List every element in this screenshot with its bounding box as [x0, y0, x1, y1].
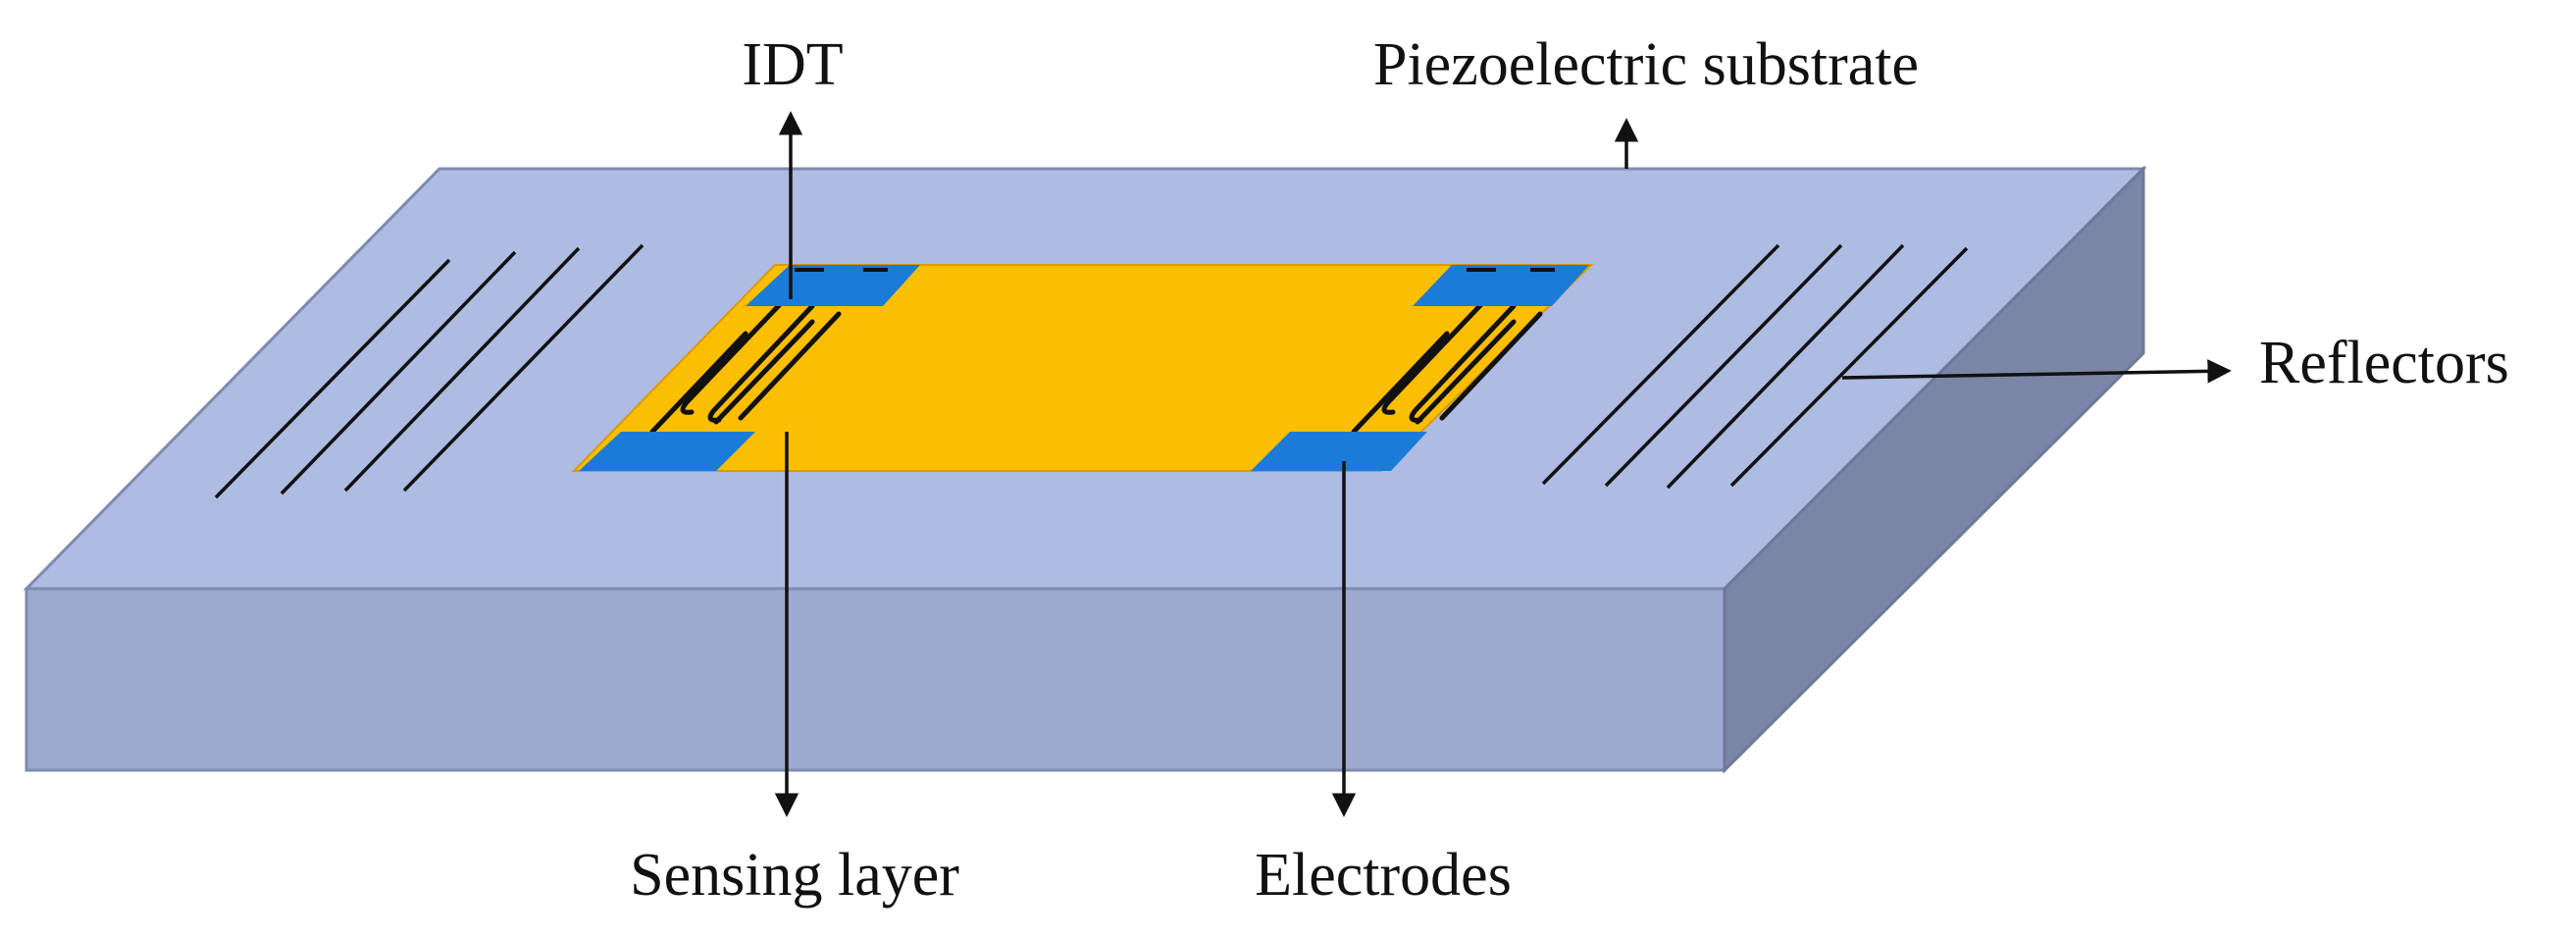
reflectors-arrow	[1841, 359, 2232, 384]
idt-label: IDT	[742, 31, 843, 98]
substrate-front-face	[25, 587, 1726, 772]
substrate-label: Piezoelectric substrate	[1373, 31, 1919, 98]
sensing-layer-label: Sensing layer	[630, 842, 959, 909]
left-reflectors	[214, 243, 644, 499]
right-idt-fingers	[1351, 296, 1543, 435]
electrode-pad-bottom-left	[579, 432, 755, 471]
electrodes-label: Electrodes	[1255, 842, 1512, 909]
substrate-side-face	[1723, 165, 2145, 774]
electrode-pad-top-right	[1413, 265, 1589, 306]
electrode-pad-bottom-right	[1251, 432, 1427, 471]
right-reflectors	[1541, 243, 1969, 490]
callout-arrows	[774, 111, 2232, 817]
reflectors-label: Reflectors	[2259, 330, 2509, 396]
left-idt-fingers	[649, 296, 842, 435]
